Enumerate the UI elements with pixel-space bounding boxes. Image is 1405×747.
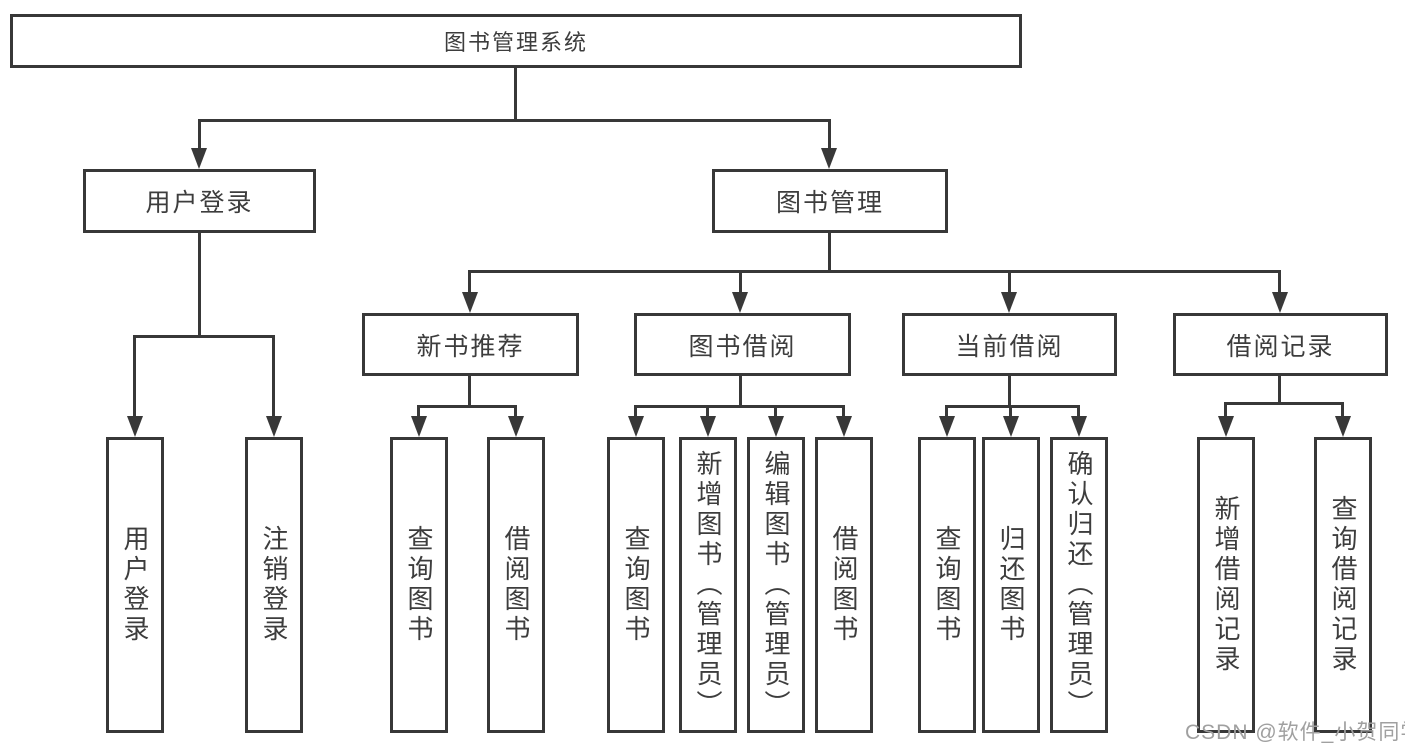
leaf-add-borrow-record: 新增借阅记录 — [1197, 437, 1255, 733]
connector-line — [945, 405, 948, 419]
arrow-down-icon — [266, 416, 282, 437]
leaf-query-books-recommend: 查询图书 — [390, 437, 448, 733]
node-label: 新增图书（管理员） — [693, 450, 723, 720]
node-current-borrowing: 当前借阅 — [902, 313, 1117, 376]
connector-line — [134, 335, 275, 338]
arrow-down-icon — [939, 416, 955, 437]
connector-line — [198, 119, 201, 152]
node-label: 查询图书 — [404, 525, 434, 645]
arrow-down-icon — [732, 292, 748, 313]
connector-line — [1278, 375, 1281, 405]
node-label: 图书借阅 — [688, 332, 797, 361]
connector-line — [1224, 402, 1227, 419]
connector-line — [1008, 270, 1011, 294]
connector-line — [828, 119, 831, 152]
leaf-return-books: 归还图书 — [982, 437, 1040, 733]
node-label: 新书推荐 — [416, 332, 525, 361]
connector-line — [739, 270, 742, 294]
connector-line — [468, 270, 471, 294]
connector-line — [133, 335, 136, 419]
arrow-down-icon — [700, 416, 716, 437]
connector-line — [198, 119, 831, 122]
watermark: CSDN @软件_小贺同学 — [1185, 721, 1405, 744]
connector-line — [1008, 375, 1011, 408]
connector-line — [842, 405, 845, 419]
arrow-down-icon — [1272, 292, 1288, 313]
connector-line — [514, 405, 517, 419]
node-label: 当前借阅 — [955, 332, 1064, 361]
node-label: 借阅记录 — [1226, 332, 1335, 361]
node-label: 图书管理 — [775, 189, 884, 217]
node-label: 归还图书 — [996, 525, 1026, 645]
arrow-down-icon — [836, 416, 852, 437]
arrow-down-icon — [191, 148, 207, 169]
connector-line — [468, 375, 471, 408]
connector-line — [468, 270, 1281, 273]
connector-line — [1009, 405, 1012, 419]
arrow-down-icon — [768, 416, 784, 437]
connector-line — [417, 405, 517, 408]
node-label: 查询图书 — [621, 525, 651, 645]
leaf-confirm-return-admin: 确认归还（管理员） — [1050, 437, 1108, 733]
arrow-down-icon — [1001, 292, 1017, 313]
arrow-down-icon — [821, 148, 837, 169]
connector-line — [1224, 402, 1344, 405]
leaf-query-books-borrowing: 查询图书 — [607, 437, 665, 733]
leaf-add-book-admin: 新增图书（管理员） — [679, 437, 737, 733]
leaf-user-login: 用户登录 — [106, 437, 164, 733]
node-label: 查询借阅记录 — [1328, 495, 1358, 675]
connector-line — [945, 405, 1080, 408]
connector-line — [739, 375, 742, 408]
connector-line — [1341, 402, 1344, 419]
connector-line — [774, 405, 777, 419]
connector-line — [417, 405, 420, 419]
connector-line — [1278, 270, 1281, 294]
node-label: 查询图书 — [932, 525, 962, 645]
leaf-edit-book-admin: 编辑图书（管理员） — [747, 437, 805, 733]
arrow-down-icon — [1003, 416, 1019, 437]
node-book-borrowing: 图书借阅 — [634, 313, 851, 376]
connector-line — [634, 405, 637, 419]
connector-line — [514, 68, 517, 122]
node-label: 新增借阅记录 — [1211, 495, 1241, 675]
leaf-logout: 注销登录 — [245, 437, 303, 733]
node-label: 用户登录 — [145, 189, 254, 217]
node-book-management: 图书管理 — [712, 169, 948, 233]
node-label: 借阅图书 — [501, 525, 531, 645]
connector-line — [272, 335, 275, 419]
arrow-down-icon — [127, 416, 143, 437]
node-borrowing-records: 借阅记录 — [1173, 313, 1388, 376]
connector-line — [634, 405, 845, 408]
node-user-login: 用户登录 — [83, 169, 316, 233]
node-label: 注销登录 — [259, 525, 289, 645]
node-label: 用户登录 — [120, 525, 150, 645]
node-label: 编辑图书（管理员） — [761, 450, 791, 720]
connector-line — [706, 405, 709, 419]
connector-line — [198, 233, 201, 338]
leaf-query-borrow-record: 查询借阅记录 — [1314, 437, 1372, 733]
node-label: 确认归还（管理员） — [1064, 450, 1094, 720]
arrow-down-icon — [1218, 416, 1234, 437]
node-label: 借阅图书 — [829, 525, 859, 645]
arrow-down-icon — [462, 292, 478, 313]
connector-line — [828, 233, 831, 273]
arrow-down-icon — [1071, 416, 1087, 437]
arrow-down-icon — [411, 416, 427, 437]
node-label: 图书管理系统 — [443, 30, 588, 55]
arrow-down-icon — [508, 416, 524, 437]
node-new-book-recommend: 新书推荐 — [362, 313, 579, 376]
leaf-borrow-books-recommend: 借阅图书 — [487, 437, 545, 733]
arrow-down-icon — [1335, 416, 1351, 437]
connector-line — [1077, 405, 1080, 419]
leaf-query-books-current: 查询图书 — [918, 437, 976, 733]
leaf-borrow-books: 借阅图书 — [815, 437, 873, 733]
arrow-down-icon — [628, 416, 644, 437]
node-book-management-system: 图书管理系统 — [10, 14, 1022, 68]
